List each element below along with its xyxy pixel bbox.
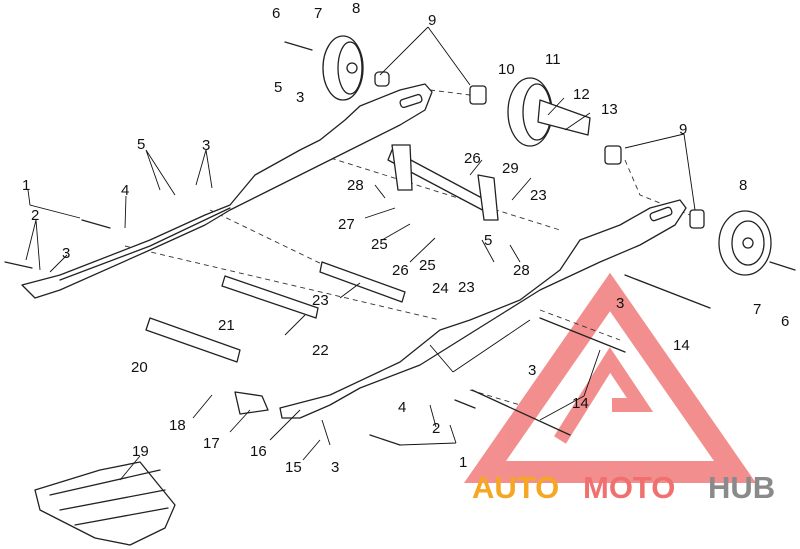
callout-14b: 14 — [572, 395, 589, 412]
callout-3d: 3 — [616, 295, 624, 312]
callout-2b: 2 — [432, 420, 440, 437]
callout-17: 17 — [203, 435, 220, 452]
bracket-parts — [234, 71, 705, 415]
callout-8b: 8 — [739, 177, 747, 194]
watermark-text: AUTO MOTO HUB — [472, 470, 775, 505]
callout-3a: 3 — [62, 245, 70, 262]
callout-6a: 6 — [272, 5, 280, 22]
callout-7a: 7 — [314, 5, 322, 22]
callout-1a: 1 — [22, 177, 30, 194]
callout-21: 21 — [218, 317, 235, 334]
callout-14a: 14 — [673, 337, 690, 354]
callout-25a: 25 — [371, 236, 388, 253]
callout-4a: 4 — [121, 182, 129, 199]
callout-16: 16 — [250, 443, 267, 460]
skid-plate — [34, 461, 176, 546]
callout-11: 11 — [545, 51, 561, 68]
callout-7b: 7 — [753, 301, 761, 318]
callout-20: 20 — [131, 359, 148, 376]
callout-5b: 5 — [274, 79, 282, 96]
watermark-logo — [463, 272, 757, 483]
callout-3f: 3 — [331, 459, 339, 476]
callout-26b: 26 — [392, 262, 409, 279]
callout-labels: 1 1 2 2 3 3 3 3 3 3 4 4 5 5 5 6 6 7 7 8 … — [22, 0, 789, 476]
watermark-moto: MOTO — [583, 470, 675, 505]
callout-27: 27 — [338, 216, 355, 233]
callout-8a: 8 — [352, 0, 360, 17]
idler-wheel-center — [507, 77, 591, 147]
callout-4b: 4 — [398, 399, 406, 416]
callout-9b: 9 — [679, 121, 687, 138]
callout-6b: 6 — [781, 313, 789, 330]
callout-12: 12 — [573, 86, 590, 103]
callout-15: 15 — [285, 459, 302, 476]
watermark-hub: HUB — [708, 470, 775, 505]
callout-28b: 28 — [513, 262, 530, 279]
callout-28a: 28 — [347, 177, 364, 194]
callout-5c: 5 — [484, 232, 492, 249]
callout-5a: 5 — [137, 136, 145, 153]
callout-25b: 25 — [419, 257, 436, 274]
callout-3c: 3 — [296, 89, 304, 106]
watermark-auto: AUTO — [472, 470, 559, 505]
callout-23a: 23 — [312, 292, 329, 309]
callout-29: 29 — [502, 160, 519, 177]
bolts — [4, 41, 796, 446]
callout-22: 22 — [312, 342, 329, 359]
callout-2a: 2 — [31, 207, 39, 224]
idler-wheel-right — [718, 210, 772, 276]
callout-13: 13 — [601, 101, 618, 118]
callout-1b: 1 — [459, 454, 467, 471]
cross-shafts — [145, 149, 496, 363]
callout-9a: 9 — [428, 12, 436, 29]
left-rail — [21, 83, 433, 299]
callout-10: 10 — [498, 61, 515, 78]
idler-wheel-left — [322, 35, 364, 101]
callout-23c: 23 — [458, 279, 475, 296]
callout-26a: 26 — [464, 150, 481, 167]
callout-24: 24 — [432, 280, 449, 297]
callout-18: 18 — [169, 417, 186, 434]
right-rail — [279, 199, 687, 419]
callout-3b: 3 — [202, 137, 210, 154]
callout-19: 19 — [132, 443, 149, 460]
callout-3e: 3 — [528, 362, 536, 379]
leader-lines — [25, 26, 696, 481]
callout-23b: 23 — [530, 187, 547, 204]
